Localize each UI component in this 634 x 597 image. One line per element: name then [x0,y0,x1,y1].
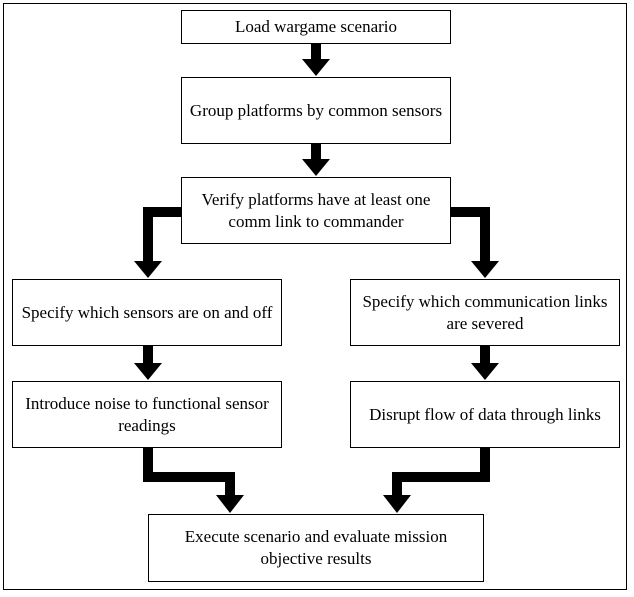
node-introduce-noise: Introduce noise to functional sensor rea… [12,381,282,448]
node-verify-comm-link: Verify platforms have at least one comm … [181,177,451,244]
node-disrupt-data-flow: Disrupt flow of data through links [350,381,620,448]
arrow-group-to-verify [302,143,330,176]
node-disrupt-data-flow-label: Disrupt flow of data through links [369,404,601,424]
arrow-sensors-to-noise [134,346,162,380]
arrow-verify-to-sensors [134,207,182,278]
arrow-disrupt-to-execute [383,447,490,513]
arrow-noise-to-execute [143,447,244,513]
node-verify-comm-link-label: Verify platforms have at least one comm … [201,189,431,231]
node-load-scenario-label: Load wargame scenario [234,17,398,36]
arrow-load-to-group [302,43,330,76]
node-links-severed: Specify which communication links are se… [350,279,620,346]
node-load-scenario: Load wargame scenario [181,10,451,44]
node-group-platforms: Group platforms by common sensors [181,77,451,144]
node-sensors-on-off: Specify which sensors are on and off [12,279,282,346]
node-execute-scenario: Execute scenario and evaluate mission ob… [148,514,484,582]
node-group-platforms-label: Group platforms by common sensors [189,100,443,120]
node-introduce-noise-label: Introduce noise to functional sensor rea… [25,393,269,435]
node-links-severed-label: Specify which communication links are se… [362,291,608,333]
diagram-frame [3,3,627,590]
node-execute-scenario-label: Execute scenario and evaluate mission ob… [184,527,448,568]
node-sensors-on-off-label: Specify which sensors are on and off [21,302,273,322]
arrow-links-to-disrupt [471,346,499,380]
arrow-verify-to-links [451,207,499,278]
